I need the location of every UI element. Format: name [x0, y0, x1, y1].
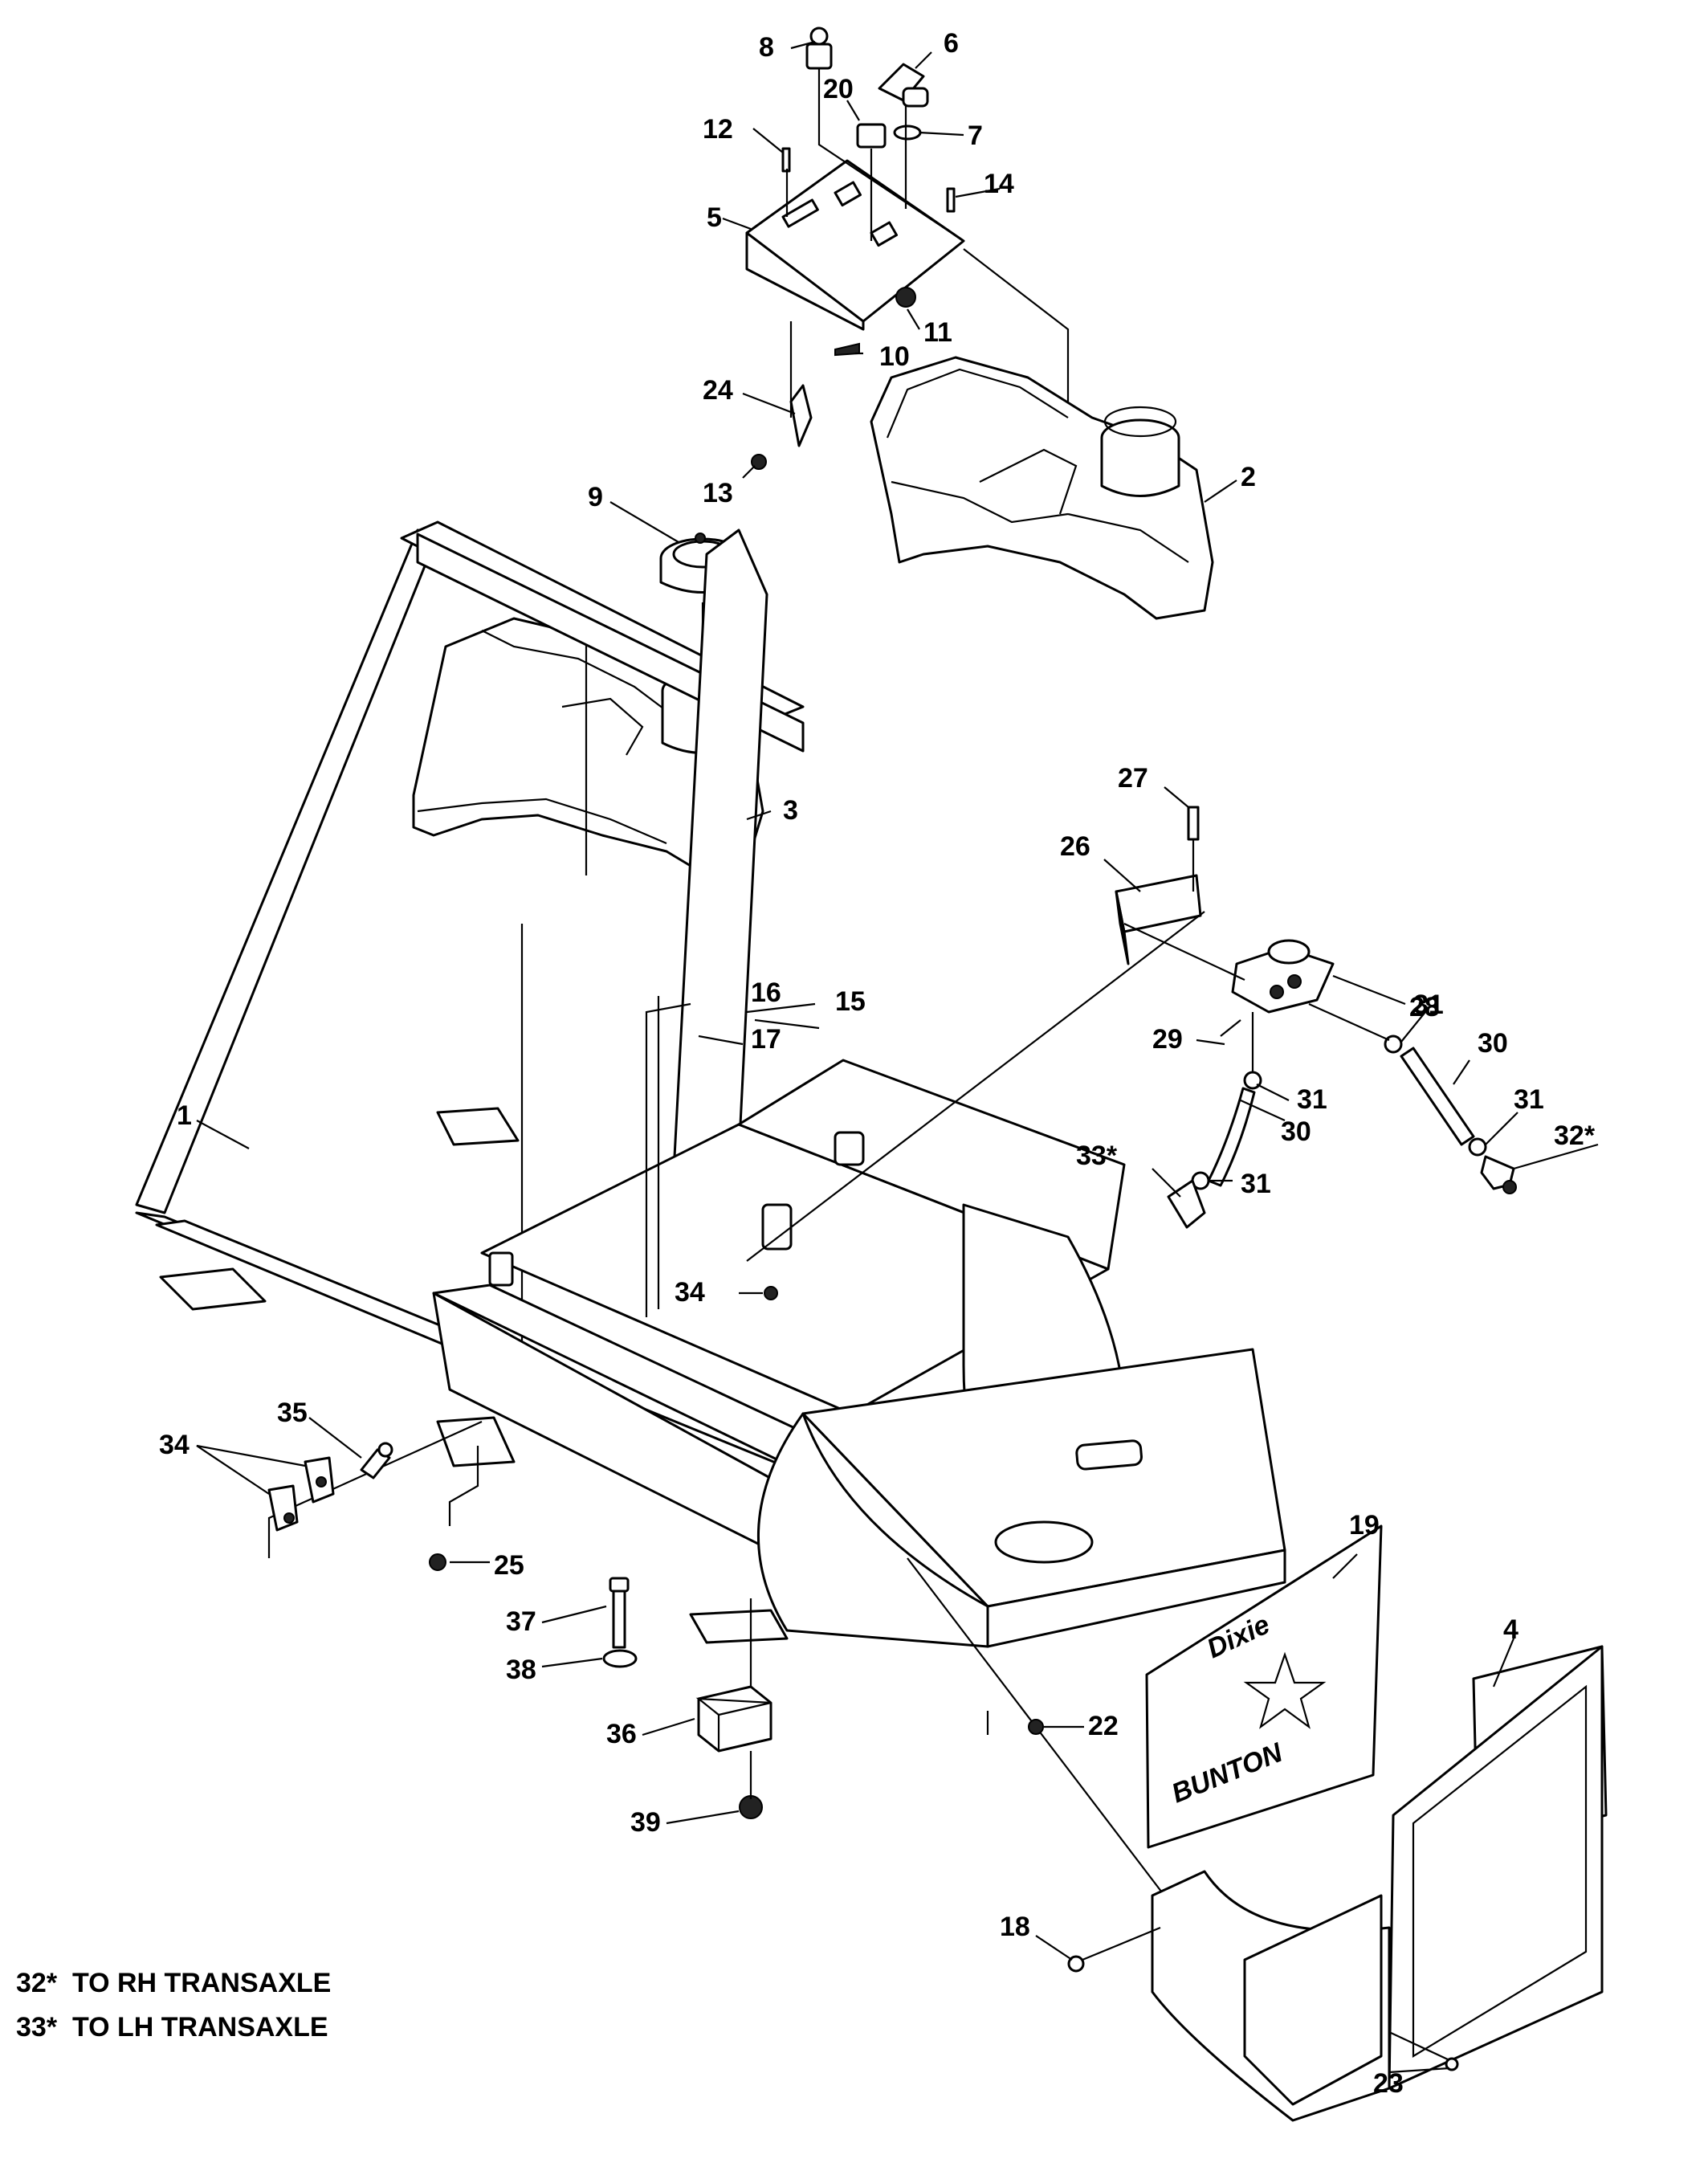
callout-26: 26: [1060, 831, 1090, 862]
switch-slot: [781, 198, 819, 228]
bolt-37: [609, 1577, 630, 1649]
bracket-26: [1115, 874, 1202, 965]
callout-2: 2: [1241, 462, 1256, 492]
hose-30-right: [1400, 1047, 1475, 1146]
callout-4: 4: [1503, 1614, 1518, 1645]
callout-6: 6: [944, 28, 959, 59]
callout-1: 1: [177, 1100, 192, 1131]
nut-25: [429, 1553, 446, 1571]
block-36: [695, 1685, 772, 1753]
callout-17: 17: [751, 1024, 781, 1055]
footnote-32: 32* TO RH TRANSAXLE: [16, 1968, 332, 1998]
callout-34-center: 34: [675, 1277, 705, 1308]
screw-23: [1445, 2057, 1459, 2071]
hose-30-lower: [1207, 1087, 1256, 1187]
nut-13: [751, 454, 767, 470]
callout-37: 37: [506, 1606, 536, 1637]
callout-27: 27: [1118, 763, 1148, 794]
callout-10: 10: [879, 341, 910, 372]
nut-22: [1028, 1719, 1044, 1735]
screw-12: [781, 147, 791, 173]
callout-31-d: 31: [1241, 1169, 1271, 1199]
callout-22: 22: [1088, 1711, 1119, 1741]
fitting-33: [1167, 1179, 1206, 1229]
callout-32: 32*: [1554, 1120, 1596, 1151]
callout-14: 14: [984, 169, 1014, 199]
screw-18: [1067, 1955, 1085, 1973]
washer-38: [602, 1649, 638, 1668]
nut-11: [895, 287, 916, 308]
plug-20: [856, 123, 887, 149]
callout-38: 38: [506, 1655, 536, 1685]
callout-31-b: 31: [1413, 990, 1444, 1020]
callout-28: 28: [1409, 992, 1440, 1022]
filter-28: [1231, 939, 1335, 1014]
callout-31-c: 31: [1514, 1084, 1544, 1115]
callout-24: 24: [703, 375, 733, 406]
callout-numbers: 8 6 20 7 12 14 5 11 10 24 13 9 2 3 27 26…: [159, 28, 1596, 2099]
callout-35: 35: [277, 1398, 308, 1428]
callout-31-a: 31: [1297, 1084, 1327, 1115]
bolt-35: [360, 1442, 393, 1479]
callout-23: 23: [1373, 2068, 1404, 2099]
callout-33: 33*: [1076, 1141, 1118, 1171]
callout-15: 15: [835, 986, 866, 1017]
callout-leaders: [196, 40, 1599, 2074]
footnote-33: 33* TO LH TRANSAXLE: [16, 2012, 328, 2043]
fitting-32: [1480, 1155, 1517, 1194]
callout-36: 36: [606, 1719, 637, 1749]
callout-20: 20: [823, 74, 854, 104]
nut-34-center: [764, 1286, 778, 1300]
screw-14: [946, 187, 956, 213]
ignition-key-part: [878, 63, 929, 108]
connector-24: [789, 384, 813, 447]
callout-19: 19: [1349, 1510, 1380, 1541]
callout-16: 16: [751, 977, 781, 1008]
callout-13: 13: [703, 478, 733, 508]
callout-5: 5: [707, 202, 722, 233]
washer-7: [893, 124, 922, 141]
callout-12: 12: [703, 114, 733, 145]
fuel-tank-rh: [870, 356, 1214, 620]
callout-18: 18: [1000, 1912, 1030, 1942]
switch-part: [805, 27, 833, 70]
callout-11: 11: [923, 317, 952, 348]
callout-30-b: 30: [1478, 1028, 1508, 1059]
nut-39: [739, 1795, 763, 1819]
callout-3: 3: [783, 795, 798, 826]
star-icon: [1243, 1651, 1327, 1729]
screw-27: [1187, 806, 1200, 841]
callout-34-left: 34: [159, 1430, 190, 1460]
callout-9: 9: [588, 482, 603, 512]
callout-25: 25: [494, 1550, 524, 1581]
bracket-34-pair: [267, 1456, 335, 1532]
callout-29: 29: [1152, 1024, 1183, 1055]
callout-7: 7: [968, 120, 983, 151]
caster-mount-4: [1151, 1645, 1608, 2122]
control-panel-assembly: [745, 27, 1070, 470]
callout-39: 39: [630, 1807, 661, 1838]
callout-8: 8: [759, 32, 774, 63]
callout-30-a: 30: [1281, 1116, 1311, 1147]
